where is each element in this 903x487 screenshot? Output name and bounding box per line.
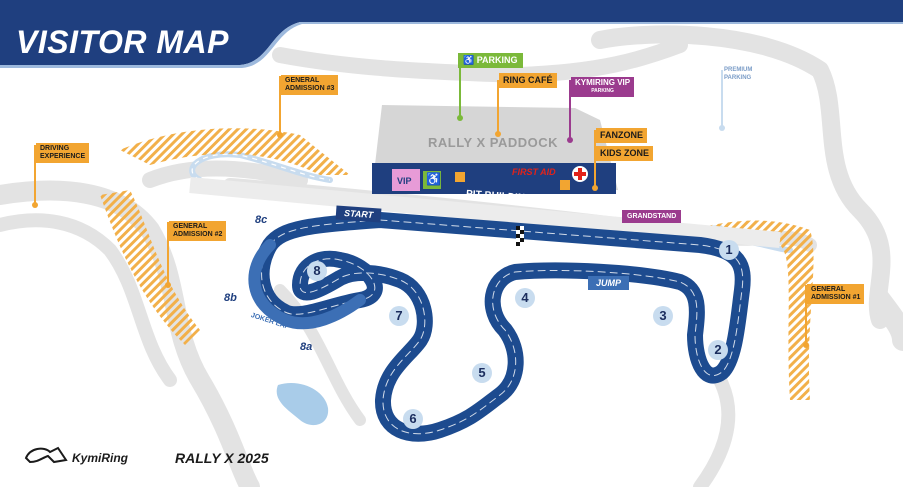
pond [276, 382, 329, 426]
turn-4-marker: 4 [515, 288, 535, 308]
accessible-icon-box [423, 171, 441, 189]
accessible-icon: ♿ [463, 55, 477, 65]
location-pins [32, 60, 809, 348]
joker-lap [248, 239, 366, 330]
page-title: VISITOR MAP [16, 24, 229, 60]
ga2-num: #2 [214, 231, 223, 238]
spectator-areas [100, 128, 814, 400]
vip-label: VIP [397, 176, 412, 186]
grandstand-label: GRANDSTAND [622, 210, 682, 223]
kymiring-vip-label: KYMIRING VIP [575, 78, 631, 87]
premium-parking-line2: PARKING [724, 75, 752, 81]
paddock-label: RALLY X PADDOCK [428, 135, 559, 150]
trophy-icon [455, 172, 465, 182]
kymiring-logo-icon [24, 446, 68, 464]
parking-flag: ♿ PARKING [458, 53, 523, 68]
driving-experience-line1: DRIVING [40, 145, 70, 152]
turn-5-marker: 5 [472, 363, 492, 383]
ga3-num: #3 [326, 85, 335, 92]
turn-1-marker: 1 [719, 240, 739, 260]
turn-7-marker: 7 [389, 306, 409, 326]
turn-8b-label: 8b [224, 292, 237, 304]
turn-8-marker: 8 [307, 261, 327, 281]
driving-experience-line2: EXPERIENCE [40, 153, 86, 160]
checkered-flag-icon [516, 226, 524, 246]
ga2-line1: GENERAL [173, 223, 208, 230]
first-aid-label: FIRST AID [512, 167, 556, 177]
ga2-line2: ADMISSION [173, 231, 213, 238]
turn-6-marker: 6 [403, 409, 423, 429]
ga1-line2: ADMISSION [811, 294, 851, 301]
kymiring-logo-text: KymiRing [72, 451, 129, 465]
vip-box [392, 169, 420, 191]
first-aid-icon [572, 166, 588, 182]
header-banner [0, 0, 903, 65]
event-name: RALLY X 2025 [175, 450, 269, 466]
turn-3-marker: 3 [653, 306, 673, 326]
fanzone-label: FANZONE [596, 128, 648, 143]
turn-8c-label: 8c [255, 214, 268, 226]
premium-parking-line1: PREMIUM [724, 67, 753, 73]
ga1-line1: GENERAL [811, 286, 846, 293]
premium-parking-label: PREMIUM PARKING [724, 66, 752, 82]
ga3-line1: GENERAL [285, 77, 320, 84]
kids-zone-label: KIDS ZONE [596, 146, 654, 161]
trophy-icon-2 [560, 180, 570, 190]
pit-lane [189, 177, 781, 248]
ga1-num: #1 [852, 294, 861, 301]
accessible-icon: ♿ [426, 172, 441, 186]
turn-2-marker: 2 [708, 340, 728, 360]
parking-label: PARKING [476, 55, 518, 65]
jump-label: JUMP [588, 276, 630, 290]
ga3-line2: ADMISSION [285, 85, 325, 92]
kymiring-vip-sub: PARKING [591, 88, 614, 94]
race-track [248, 212, 751, 442]
turn-8a-label: 8a [300, 341, 313, 353]
ring-cafe-label: RING CAFÉ [499, 73, 557, 88]
